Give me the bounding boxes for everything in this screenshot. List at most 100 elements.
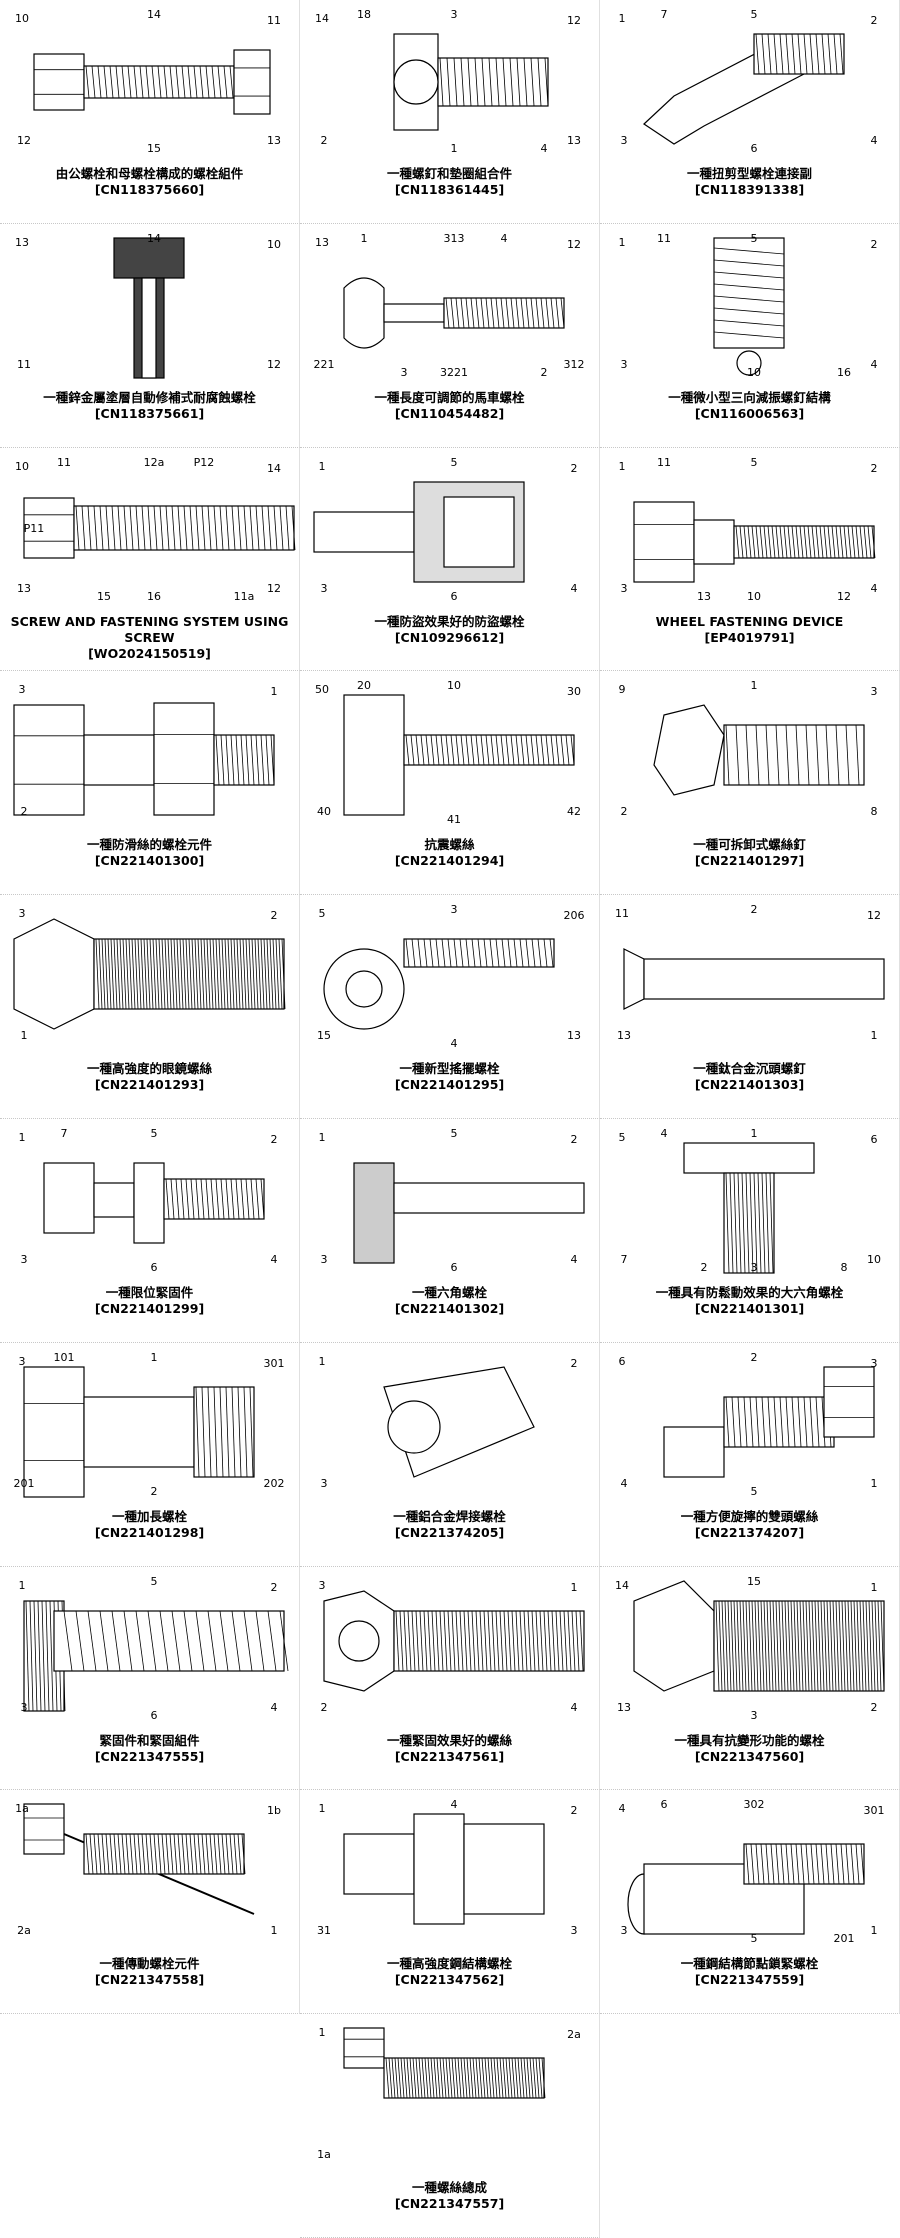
figure-label: 12 — [867, 909, 881, 922]
figure-label: 1 — [319, 2026, 326, 2039]
patent-number[interactable]: [CN118375661] — [94, 405, 205, 421]
patent-number[interactable]: [CN221401293] — [94, 1077, 205, 1093]
patent-number[interactable]: [CN221401300] — [94, 853, 205, 869]
patent-number[interactable]: [CN221401302] — [394, 1301, 505, 1316]
patent-title: 一種具有防鬆動效果的大六角螺栓 — [655, 1285, 844, 1300]
figure-label: 8 — [871, 805, 878, 818]
patent-number[interactable]: [CN110454482] — [394, 405, 505, 421]
figure-label: 3 — [321, 1477, 328, 1490]
patent-caption: 一種鋼結構節點鎖緊螺栓[CN221347559] — [600, 1956, 899, 1988]
patent-number[interactable]: [CN221347558] — [94, 1972, 205, 1988]
figure-label: 1 — [619, 460, 626, 473]
patent-caption: 一種高強度鋼結構螺栓[CN221347562] — [300, 1956, 599, 1988]
figure-label: 11 — [57, 456, 71, 469]
figure-label: 1 — [319, 1131, 326, 1144]
patent-number[interactable]: [WO2024150519] — [88, 645, 211, 661]
figure-label: 10 — [867, 1253, 881, 1266]
patent-number[interactable]: [CN221401294] — [394, 853, 505, 869]
patent-caption: 一種新型搖擺螺栓[CN221401295] — [300, 1061, 599, 1093]
figure-label: 3 — [751, 1709, 758, 1722]
figure-label: 5 — [751, 456, 758, 469]
figure-label: 2 — [701, 1261, 708, 1274]
patent-caption: 一種扭剪型螺栓連接副[CN118391338] — [600, 166, 899, 198]
patent-number[interactable]: [CN221347562] — [394, 1972, 505, 1988]
patent-number[interactable]: [EP4019791] — [704, 629, 795, 645]
figure-label: 1 — [751, 1127, 758, 1140]
patent-number[interactable]: [CN221401299] — [94, 1301, 205, 1316]
patent-number[interactable]: [CN221347559] — [694, 1972, 805, 1988]
patent-number[interactable]: [CN221401301] — [694, 1301, 805, 1316]
patent-number[interactable]: [CN118375660] — [94, 182, 205, 197]
figure-label: 3 — [751, 1261, 758, 1274]
figure-label: 1 — [619, 12, 626, 25]
figure-label: 6 — [751, 142, 758, 155]
patent-caption: 一種具有抗變形功能的螺栓[CN221347560] — [600, 1733, 899, 1765]
figure-label: 10 — [447, 679, 461, 692]
figure-label: 3221 — [440, 366, 468, 379]
figure-label: 14 — [267, 462, 281, 475]
patent-number[interactable]: [CN221347561] — [394, 1748, 505, 1764]
patent-caption: 一種螺釘和墊圈組合件[CN118361445] — [300, 166, 599, 198]
patent-caption: 一種微小型三向減振螺釘結構[CN116006563] — [600, 390, 899, 422]
figure-label: 6 — [451, 1261, 458, 1274]
figure-label: 1 — [19, 1579, 26, 1592]
figure-label: 12 — [267, 358, 281, 371]
figure-label: 13 — [617, 1701, 631, 1714]
patent-number[interactable]: [CN116006563] — [694, 405, 805, 421]
patent-number[interactable]: [CN221347555] — [94, 1748, 205, 1764]
figure-label: 1 — [871, 1477, 878, 1490]
patent-number[interactable]: [CN221401295] — [394, 1077, 505, 1093]
figure-label: 2 — [271, 909, 278, 922]
figure-label: 42 — [567, 805, 581, 818]
patent-number[interactable]: [CN221401298] — [94, 1524, 205, 1540]
patent-title: 一種緊固效果好的螺絲 — [386, 1732, 512, 1748]
figure-label: 3 — [571, 1924, 578, 1937]
patent-caption: 抗震螺絲[CN221401294] — [300, 837, 599, 869]
figure-label: 11 — [657, 232, 671, 245]
figure-label: 16 — [837, 366, 851, 379]
figure-label: 4 — [661, 1127, 668, 1140]
figure-label: 1 — [19, 1131, 26, 1144]
figure-label: 20 — [357, 679, 371, 692]
figure-label: 2 — [321, 134, 328, 147]
patent-number[interactable]: [CN221401303] — [694, 1077, 805, 1093]
patent-number[interactable]: [CN221347557] — [394, 2196, 505, 2212]
figure-label: 10 — [747, 590, 761, 603]
patent-number[interactable]: [CN221347560] — [694, 1748, 805, 1764]
patent-number[interactable]: [CN221374207] — [694, 1524, 805, 1540]
patent-number[interactable]: [CN109296612] — [394, 629, 505, 645]
figure-label: 5 — [451, 1127, 458, 1140]
patent-number[interactable]: [CN118361445] — [394, 182, 505, 197]
patent-number[interactable]: [CN221401297] — [694, 853, 805, 869]
figure-label: 206 — [564, 909, 585, 922]
figure-label: 1 — [319, 1802, 326, 1815]
patent-caption: 一種螺絲總成[CN221347557] — [300, 2180, 599, 2212]
patent-number[interactable]: [CN221374205] — [394, 1524, 505, 1540]
figure-label: 2 — [751, 903, 758, 916]
figure-label: 6 — [151, 1261, 158, 1274]
figure-label: 11a — [234, 590, 255, 603]
patent-title: 一種高強度的眼鏡螺絲 — [86, 1061, 212, 1077]
figure-label: 5 — [451, 456, 458, 469]
patent-number[interactable]: [CN118391338] — [694, 182, 805, 197]
figure-label: 4 — [271, 1253, 278, 1266]
figure-label: 12a — [144, 456, 165, 469]
figure-label: 4 — [871, 582, 878, 595]
figure-label: 1 — [151, 1351, 158, 1364]
